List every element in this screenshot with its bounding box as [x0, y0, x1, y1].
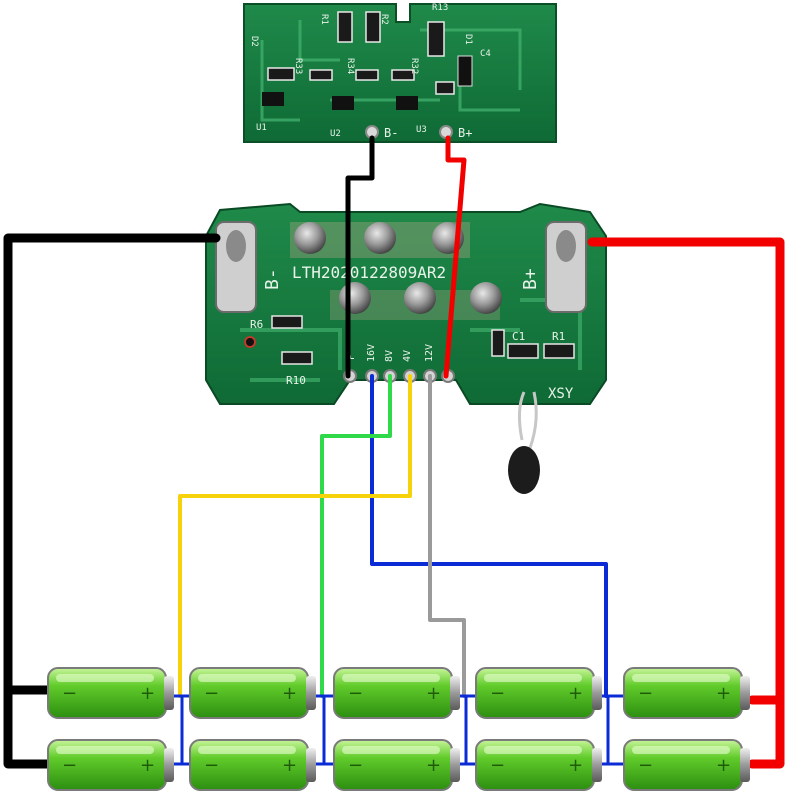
top-label: D2: [249, 36, 259, 47]
black-wire-main: [3, 233, 221, 769]
top-label: R34: [345, 58, 355, 74]
part-label: R6: [250, 318, 263, 331]
cell-cap: [164, 748, 174, 782]
screw: [470, 282, 502, 314]
thermistor: [508, 391, 540, 494]
cell-cap: [592, 748, 602, 782]
cell-cap: [450, 676, 460, 710]
board-neg-label: B-: [262, 268, 283, 290]
black-wire-top: [345, 135, 375, 379]
cell-cap: [740, 748, 750, 782]
cell-cap: [164, 676, 174, 710]
board-model: LTH2020122809AR2: [292, 263, 446, 282]
cell-neg-sign: −: [638, 755, 653, 776]
cell-neg-sign: −: [348, 683, 363, 704]
cell-neg-sign: −: [490, 683, 505, 704]
top-label: U2: [330, 129, 341, 139]
top-label: R33: [293, 58, 303, 74]
part-label: XSY: [548, 386, 574, 402]
pin-label-4v: 4V: [402, 350, 413, 362]
cell-cap: [450, 748, 460, 782]
board-part-labels: R6 R10 C1 R1 XSY: [250, 318, 574, 402]
top-label: R1: [319, 14, 329, 25]
top-pad-pos: [439, 125, 453, 139]
top-board-silkscreen: D2 R1 R2 R13 D1 C4 R33 R34 R32 U1 U2 U3: [249, 3, 491, 139]
yellow-wire: [178, 374, 412, 698]
main-board: LTH2020122809AR2 B- B+ R6 R10 C1 R1 XSY …: [205, 202, 607, 405]
battery-cell: −+: [333, 739, 460, 791]
battery-cell: −+: [623, 667, 750, 719]
cell-pos-sign: +: [426, 683, 441, 704]
cell-pos-sign: +: [426, 755, 441, 776]
blue-wire: [370, 374, 608, 698]
cell-pos-sign: +: [716, 755, 731, 776]
part-label: C1: [512, 330, 525, 343]
cell-neg-sign: −: [490, 755, 505, 776]
neg-terminal-tab: [215, 221, 257, 313]
pin-labels: P 16V 8V 4V 12V: [346, 344, 435, 362]
cell-pos-sign: +: [282, 683, 297, 704]
gray-wire: [428, 374, 466, 698]
board-pos-label: B+: [520, 268, 541, 290]
cell-pos-sign: +: [716, 683, 731, 704]
cell-pos-sign: +: [140, 683, 155, 704]
cell-cap: [592, 676, 602, 710]
pin-label-16v: 16V: [366, 344, 377, 362]
cell-pos-sign: +: [140, 755, 155, 776]
battery-cell: −+: [475, 667, 602, 719]
top-pos-label: B+: [458, 126, 472, 140]
cell-cap: [306, 748, 316, 782]
top-label: R13: [432, 3, 448, 13]
cell-cap: [306, 676, 316, 710]
battery-cell: −+: [623, 739, 750, 791]
battery-cell: −+: [333, 667, 460, 719]
cell-neg-sign: −: [348, 755, 363, 776]
top-label: D1: [463, 34, 473, 45]
cell-pos-sign: +: [568, 683, 583, 704]
battery-cell: −+: [189, 739, 316, 791]
screw: [404, 282, 436, 314]
cell-neg-sign: −: [204, 683, 219, 704]
top-label: U1: [256, 123, 267, 133]
battery-cell: −+: [47, 739, 174, 791]
cell-neg-sign: −: [638, 683, 653, 704]
cell-neg-sign: −: [62, 755, 77, 776]
cell-neg-sign: −: [204, 755, 219, 776]
top-label: R32: [409, 58, 419, 74]
pin-label-12v: 12V: [424, 344, 435, 362]
battery-cell: −+: [475, 739, 602, 791]
battery-cell: −+: [47, 667, 174, 719]
battery-cells: −+−+−+−+−+−+−+−+−+−+: [47, 667, 750, 791]
part-label: R10: [286, 374, 306, 387]
top-label: C4: [480, 49, 491, 59]
top-label: R2: [379, 14, 389, 25]
top-board: D2 R1 R2 R13 D1 C4 R33 R34 R32 U1 U2 U3 …: [243, 3, 557, 143]
red-wire-main: [587, 237, 785, 769]
pin-label-p: P: [346, 354, 357, 360]
green-wire: [320, 374, 392, 698]
pin-label-8v: 8V: [384, 350, 395, 362]
screw: [294, 222, 326, 254]
battery-cell: −+: [189, 667, 316, 719]
screw: [364, 222, 396, 254]
top-neg-label: B-: [384, 126, 398, 140]
cell-cap: [740, 676, 750, 710]
part-label: R1: [552, 330, 565, 343]
cell-pos-sign: +: [568, 755, 583, 776]
pos-terminal-tab: [545, 221, 587, 313]
cell-neg-sign: −: [62, 683, 77, 704]
cell-pos-sign: +: [282, 755, 297, 776]
screw: [339, 282, 371, 314]
top-label: U3: [416, 125, 427, 135]
red-wire-top: [443, 135, 467, 379]
